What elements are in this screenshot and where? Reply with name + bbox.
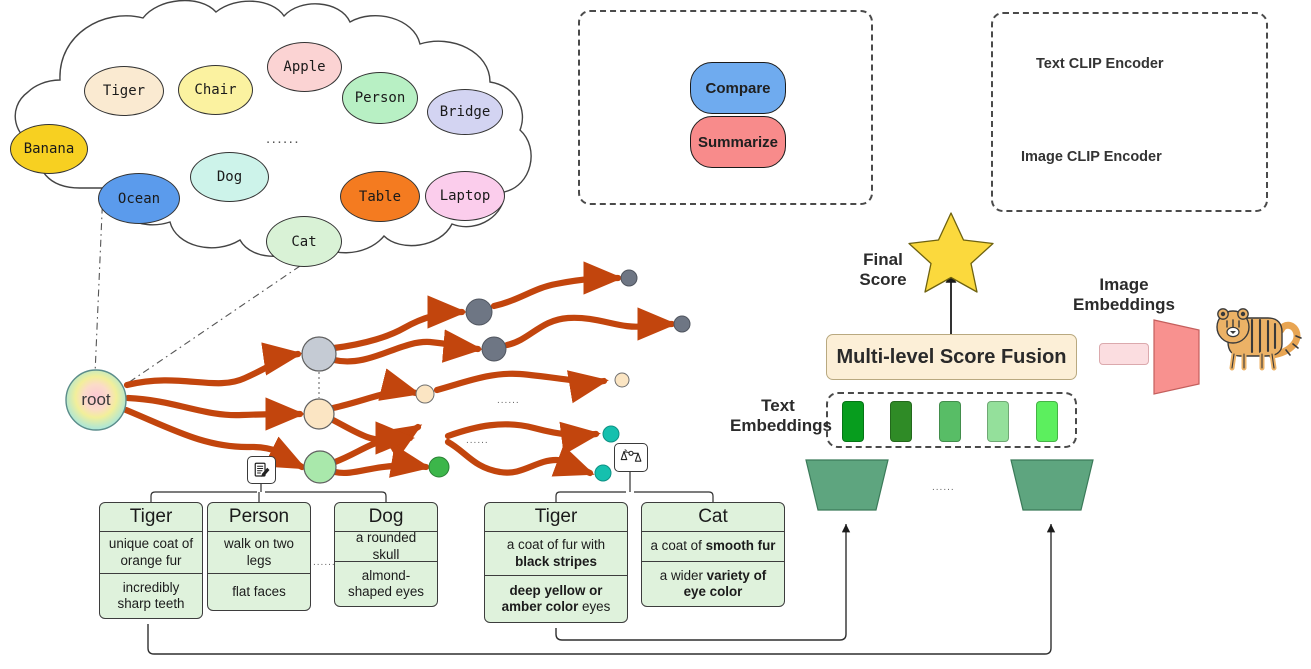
encoder-ellipsis: ......	[932, 482, 955, 493]
root-node[interactable]	[65, 369, 127, 431]
image-encoder-trapezoid	[1153, 319, 1200, 395]
text-embedding-bar	[1036, 401, 1058, 442]
concept-label: Banana	[23, 141, 75, 157]
star-icon	[908, 212, 994, 293]
attr-row: a coat of smooth fur	[642, 532, 784, 562]
cloud-to-root-leaders	[94, 189, 301, 388]
concept-label: Ocean	[117, 190, 161, 207]
bottom-routing	[147, 524, 1056, 655]
clip-encoder-panel	[991, 12, 1268, 212]
attr-table-tiger-right[interactable]: Tiger a coat of fur with black stripes d…	[484, 502, 628, 623]
attr-row: incredibly sharp teeth	[117, 579, 185, 611]
root-node-label: root	[81, 390, 111, 409]
attr-row: flat faces	[232, 583, 286, 599]
attr-table-title: Dog	[335, 503, 437, 532]
attr-row: a rounded skull	[335, 530, 437, 562]
text-encoder-trapezoids	[805, 459, 1094, 511]
note-pencil-icon-box[interactable]	[247, 456, 276, 484]
table-brackets	[150, 470, 714, 502]
attr-row: unique coat of orange fur	[100, 532, 202, 574]
concept-label: Laptop	[439, 188, 491, 204]
concept-label: Bridge	[439, 104, 491, 120]
concept-ocean[interactable]: Ocean	[98, 173, 180, 224]
summarize-button-label: Summarize	[697, 133, 779, 151]
text-embedding-bar	[987, 401, 1009, 442]
attr-table-title: Person	[208, 503, 310, 532]
concept-label: Table	[358, 188, 402, 205]
image-embedding-bar	[1099, 343, 1149, 365]
text-embedding-bar	[939, 401, 961, 442]
concept-chair[interactable]: Chair	[178, 65, 253, 115]
concept-table[interactable]: Table	[340, 171, 420, 222]
attr-text-bold: smooth fur	[705, 538, 776, 554]
attr-text: a coat of fur with	[506, 537, 606, 553]
concept-label: Tiger	[102, 83, 146, 99]
tree-nodes	[65, 269, 691, 484]
attr-text: eyes	[578, 599, 611, 614]
attr-row: a coat of fur with black stripes	[485, 532, 627, 576]
attr-row: walk on two legs	[208, 532, 310, 574]
balance-scale-icon-box[interactable]	[614, 443, 648, 472]
text-embedding-bar	[842, 401, 864, 442]
attr-table-person[interactable]: Person walk on two legs flat faces	[207, 502, 311, 611]
cloud-ellipsis: ......	[266, 130, 301, 147]
attr-row: a wider variety of eye color	[642, 562, 784, 606]
attr-table-title: Tiger	[485, 503, 627, 532]
tree-edges	[122, 261, 677, 478]
attr-text-bold: black stripes	[515, 553, 597, 569]
image-embeddings-label: Image Embeddings	[1072, 275, 1175, 314]
attr-row: deep yellow or amber color eyes	[485, 576, 627, 622]
balance-scale-icon	[620, 448, 642, 462]
attr-table-ellipsis: ......	[313, 557, 336, 568]
attr-row: almond-shaped eyes	[348, 567, 424, 599]
attr-table-tiger-left[interactable]: Tiger unique coat of orange fur incredib…	[99, 502, 203, 619]
concept-tiger[interactable]: Tiger	[84, 66, 164, 116]
concept-apple[interactable]: Apple	[267, 42, 342, 92]
attr-table-cat[interactable]: Cat a coat of smooth fur a wider variety…	[641, 502, 785, 607]
text-clip-encoder-label: Text CLIP Encoder	[1036, 56, 1164, 72]
concept-cat[interactable]: Cat	[266, 216, 342, 267]
concept-banana[interactable]: Banana	[10, 124, 88, 174]
concept-label: Dog	[216, 169, 243, 185]
fusion-label: Multi-level Score Fusion	[836, 345, 1067, 368]
image-clip-encoder-label: Image CLIP Encoder	[1021, 149, 1162, 165]
attr-text: a wider	[659, 567, 707, 583]
tree-ellipsis-2: ......	[466, 435, 489, 446]
concept-dog[interactable]: Dog	[190, 152, 269, 202]
attr-table-dog[interactable]: Dog a rounded skull almond-shaped eyes	[334, 502, 438, 607]
text-embeddings-label: Text Embeddings	[730, 396, 833, 435]
attr-table-title: Tiger	[100, 503, 202, 532]
concept-bridge[interactable]: Bridge	[427, 89, 503, 135]
concept-label: Cat	[291, 233, 317, 250]
concept-label: Person	[354, 90, 406, 106]
concept-person[interactable]: Person	[342, 72, 418, 124]
concept-label: Apple	[283, 59, 326, 75]
note-pencil-icon	[254, 462, 269, 477]
concept-label: Chair	[194, 82, 237, 98]
attr-table-title: Cat	[642, 503, 784, 532]
concept-laptop[interactable]: Laptop	[425, 171, 505, 221]
multi-level-score-fusion-box[interactable]: Multi-level Score Fusion	[826, 334, 1077, 380]
attr-text: a coat of	[650, 538, 706, 554]
final-score-label: Final Score	[859, 250, 907, 289]
attr-text-bold: variety of eye color	[683, 567, 767, 599]
summarize-button[interactable]: Summarize	[690, 116, 786, 168]
compare-button[interactable]: Compare	[690, 62, 786, 114]
tiger-illustration	[1216, 308, 1302, 371]
attr-text-bold: deep yellow or amber color	[501, 582, 603, 614]
compare-button-label: Compare	[705, 79, 771, 97]
text-embedding-bar	[890, 401, 912, 442]
tree-ellipsis-1: ......	[497, 395, 520, 406]
